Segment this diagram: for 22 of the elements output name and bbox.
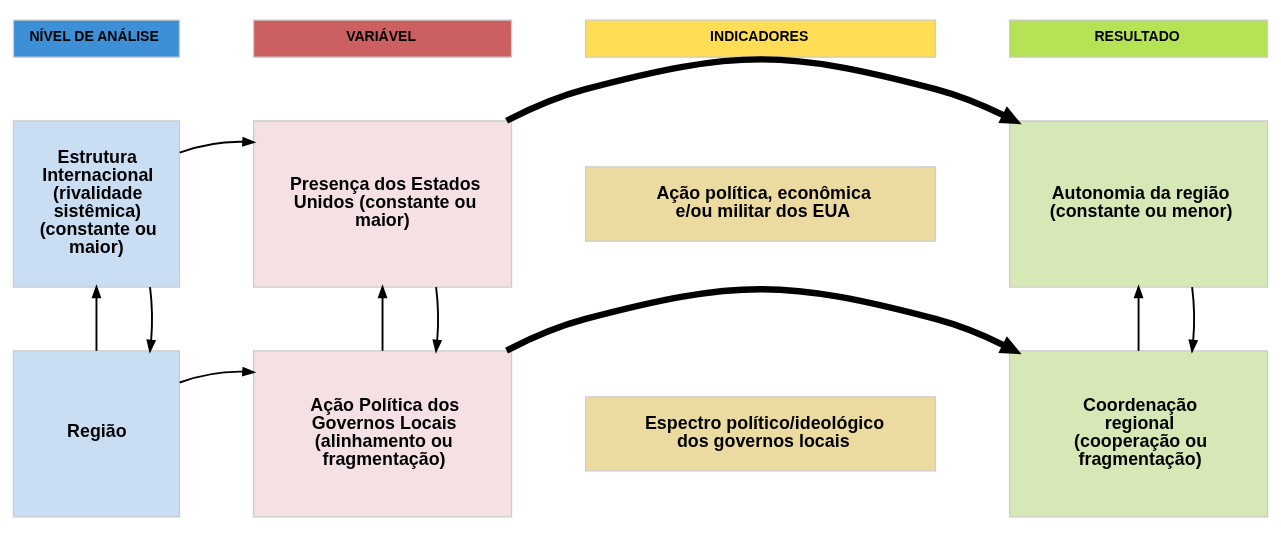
- arrow: [91, 284, 102, 352]
- arrow: [505, 286, 1022, 355]
- node-box: VARIÁVEL: [252, 19, 513, 58]
- arrow: [377, 284, 388, 352]
- node-box: Ação política, econômica e/ou militar dos EUA: [584, 166, 937, 242]
- node-box: Espectro político/ideológico dos governos locais: [584, 396, 937, 472]
- node-box: NÍVEL DE ANÁLISE: [12, 19, 181, 58]
- node-box: Presença dos Estados Unidos (constante ou maior): [252, 120, 513, 288]
- arrow: [178, 136, 257, 154]
- node-box: Coordenação regional (cooperação ou fragmentação): [1008, 350, 1269, 518]
- node-box: Região: [12, 350, 181, 518]
- node-box: INDICADORES: [584, 19, 937, 58]
- arrow: [432, 286, 443, 354]
- arrow: [1133, 284, 1144, 352]
- arrow: [178, 366, 257, 384]
- node-box: Estrutura Internacional (rivalidade sistêmica) (constante ou maior): [12, 120, 181, 288]
- arrow: [1188, 286, 1199, 354]
- node-box: Ação Política dos Governos Locais (alinhamento ou fragmentação): [252, 350, 513, 518]
- arrow: [505, 56, 1022, 125]
- node-box: Autonomia da região (constante ou menor): [1008, 120, 1269, 288]
- node-box: RESULTADO: [1008, 19, 1269, 58]
- arrow: [146, 286, 157, 354]
